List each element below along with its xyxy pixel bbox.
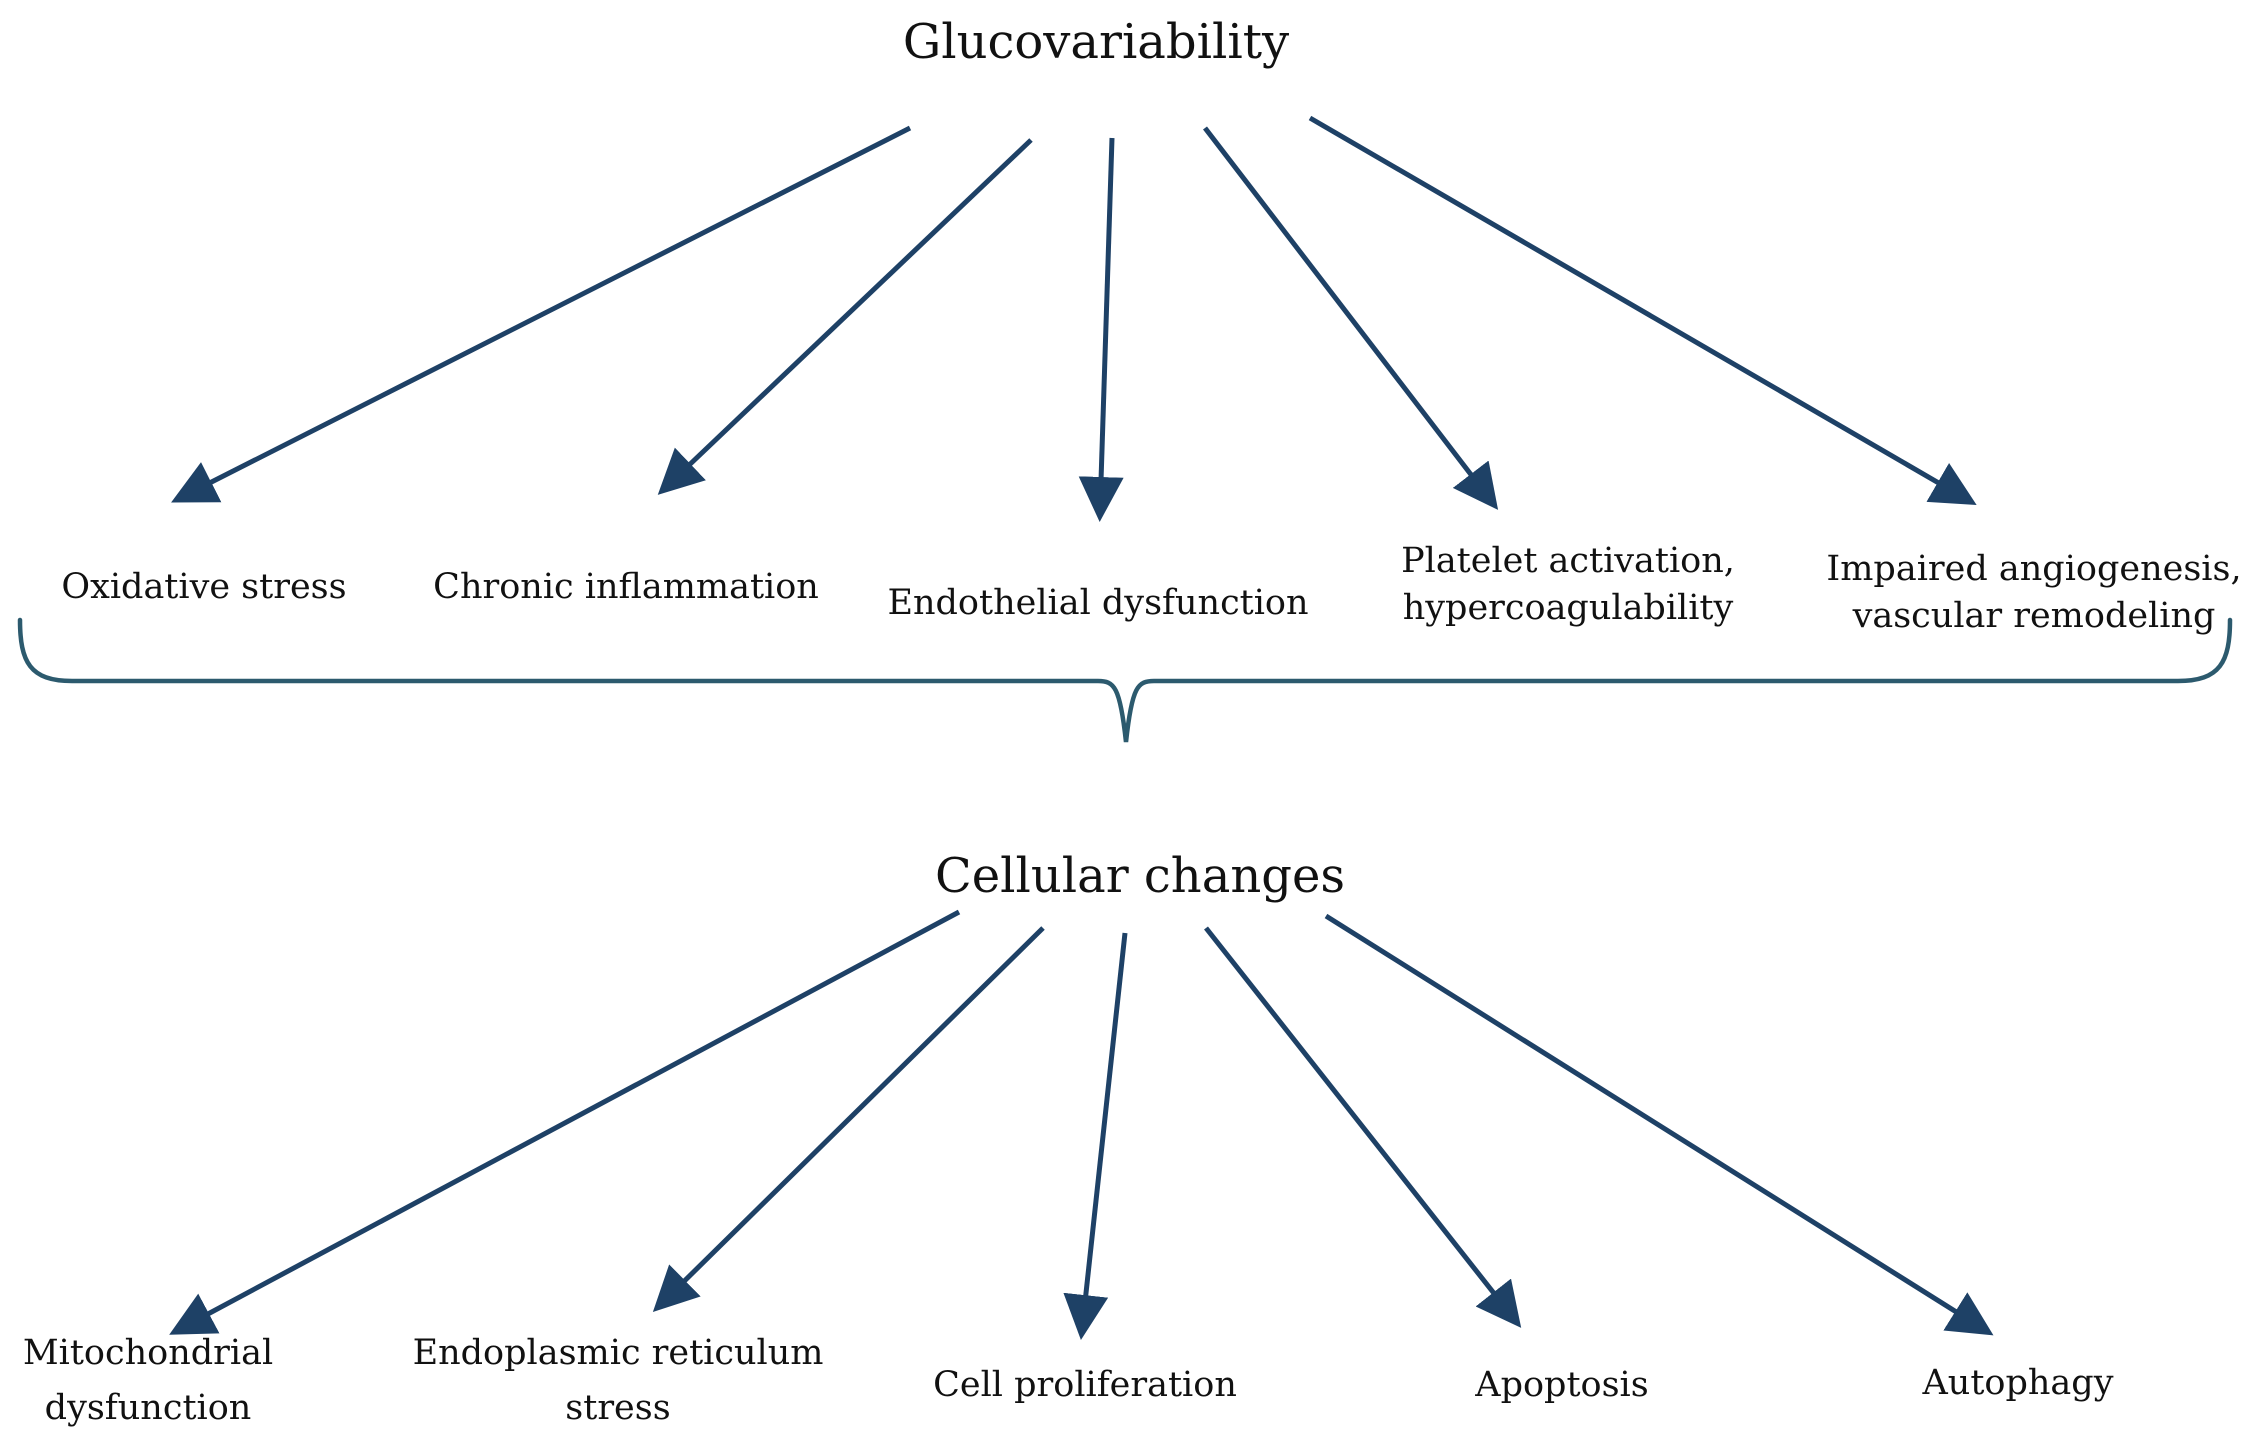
- label-line: Oxidative stress: [61, 567, 347, 607]
- label-line: vascular remodeling: [1852, 596, 2216, 636]
- label-line: Platelet activation,: [1401, 541, 1735, 581]
- label-line: Apoptosis: [1475, 1365, 1649, 1405]
- label-line: Chronic inflammation: [433, 567, 819, 607]
- arrow-to-endoplasmic-reticulum-stress: [652, 926, 1045, 1313]
- arrow-to-cell-proliferation: [1063, 932, 1128, 1340]
- label-line: Endoplasmic reticulum: [412, 1333, 824, 1373]
- label-line: dysfunction: [44, 1388, 252, 1428]
- label-impaired-angiogenesis: Impaired angiogenesis, vascular remodeli…: [1826, 546, 2241, 640]
- arrow-to-chronic-inflammation: [657, 138, 1033, 495]
- label-line: Endothelial dysfunction: [887, 583, 1309, 623]
- label-autophagy: Autophagy: [1923, 1360, 2114, 1407]
- label-chronic-inflammation: Chronic inflammation: [433, 564, 819, 611]
- label-line: hypercoagulability: [1402, 588, 1734, 628]
- bottom-title: Cellular changes: [934, 848, 1346, 904]
- label-line: Autophagy: [1922, 1363, 2114, 1403]
- arrow-to-oxidative-stress: [171, 125, 912, 503]
- label-line: stress: [565, 1388, 671, 1428]
- arrow-to-impaired-angiogenesis: [1308, 115, 1977, 506]
- top-title: Glucovariability: [902, 14, 1290, 70]
- arrow-to-endothelial-dysfunction: [1078, 137, 1124, 522]
- label-line: Impaired angiogenesis,: [1826, 549, 2242, 589]
- arrow-to-mitochondrial-dysfunction: [169, 909, 961, 1335]
- label-oxidative-stress: Oxidative stress: [61, 564, 346, 611]
- label-platelet-activation: Platelet activation, hypercoagulability: [1401, 538, 1735, 632]
- label-apoptosis: Apoptosis: [1475, 1362, 1648, 1409]
- arrow-to-platelet-activation: [1203, 126, 1499, 510]
- label-endoplasmic-reticulum-stress: Endoplasmic reticulum stress: [413, 1326, 824, 1436]
- label-line: Mitochondrial: [22, 1333, 274, 1373]
- arrow-to-autophagy: [1324, 913, 1994, 1336]
- label-line: Cell proliferation: [933, 1365, 1237, 1405]
- arrow-to-apoptosis: [1204, 926, 1522, 1328]
- label-cell-proliferation: Cell proliferation: [933, 1362, 1237, 1409]
- label-endothelial-dysfunction: Endothelial dysfunction: [887, 580, 1308, 627]
- curly-brace: [17, 617, 2233, 743]
- label-mitochondrial-dysfunction: Mitochondrial dysfunction: [23, 1326, 273, 1436]
